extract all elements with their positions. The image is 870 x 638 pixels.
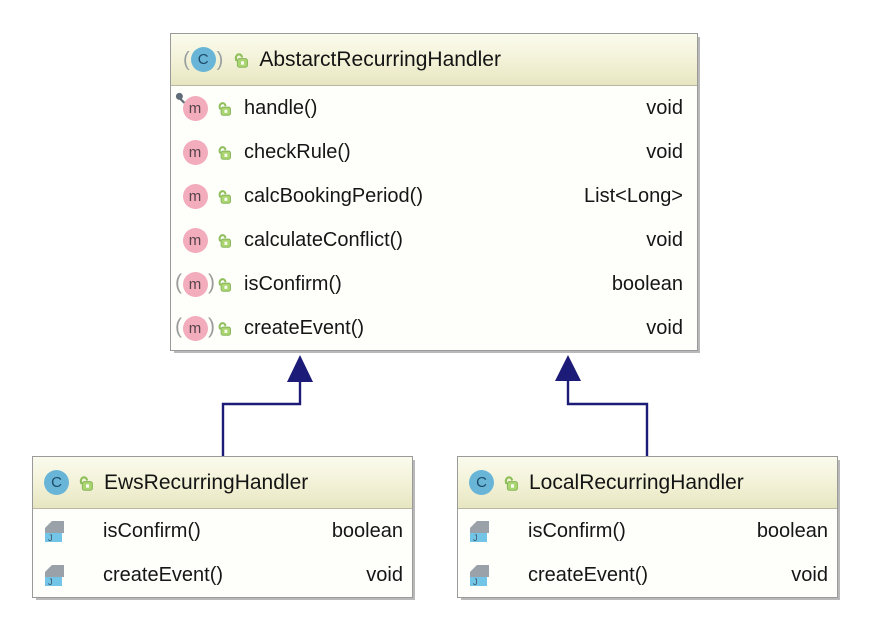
inheritance-arrowhead-icon	[555, 355, 581, 381]
open-lock-icon	[216, 276, 232, 292]
svg-text:J: J	[473, 533, 478, 543]
method-return-type: void	[646, 140, 683, 163]
method-return-type: boolean	[611, 272, 683, 295]
method-m-badge: m	[182, 183, 208, 209]
class-c-badge: C	[469, 470, 494, 495]
open-lock-icon	[216, 188, 232, 204]
method-return-type: void	[646, 316, 683, 339]
svg-text:J: J	[48, 577, 53, 587]
abstract-marker-paren-icon: (	[175, 315, 182, 339]
abstract-marker-paren-icon: (	[183, 48, 190, 71]
method-name: isConfirm()	[528, 519, 626, 542]
open-lock-icon	[502, 474, 519, 491]
member-list: J isConfirm() boolean J createEvent() vo…	[458, 509, 837, 597]
method-icon: m	[182, 139, 208, 165]
abstract-method-icon: ( m )	[175, 271, 215, 297]
method-icon: m	[182, 183, 208, 209]
method-row-is-confirm[interactable]: J isConfirm() boolean	[33, 509, 412, 553]
method-name: calculateConflict()	[244, 228, 403, 251]
class-c-badge: C	[44, 470, 69, 495]
class-icon: C	[190, 47, 216, 72]
method-row-is-confirm[interactable]: J isConfirm() boolean	[458, 509, 837, 553]
class-header[interactable]: C LocalRecurringHandler	[458, 457, 837, 509]
method-name: createEvent()	[244, 316, 365, 339]
method-icon: m	[175, 92, 208, 121]
method-name: isConfirm()	[244, 272, 342, 295]
open-lock-icon	[216, 100, 232, 116]
method-row-calc-booking-period[interactable]: m calcBookingPeriod() List<Long>	[171, 174, 697, 218]
open-lock-icon	[232, 51, 249, 68]
method-m-badge: m	[182, 315, 208, 341]
method-row-check-rule[interactable]: m checkRule() void	[171, 130, 697, 174]
class-name: AbstarctRecurringHandler	[259, 47, 501, 71]
class-header[interactable]: ( C ) AbstarctRecurringHandler	[171, 34, 697, 86]
member-list: m handle() void m checkRule() void	[171, 86, 697, 350]
method-name: handle()	[244, 96, 318, 119]
method-row-create-event[interactable]: J createEvent() void	[33, 553, 412, 597]
class-header[interactable]: C EwsRecurringHandler	[33, 457, 412, 509]
method-icon: m	[182, 227, 208, 253]
open-lock-icon	[216, 320, 232, 336]
method-return-type: void	[366, 563, 403, 586]
class-icon: C	[44, 470, 69, 495]
method-name: checkRule()	[244, 140, 351, 163]
method-m-badge: m	[182, 227, 208, 253]
abstract-marker-paren-icon: (	[175, 271, 182, 295]
method-row-create-event[interactable]: J createEvent() void	[458, 553, 837, 597]
method-row-is-confirm[interactable]: ( m ) isConfirm() boolean	[171, 262, 697, 306]
java-file-icon: J	[469, 564, 490, 587]
svg-text:J: J	[473, 577, 478, 587]
method-return-type: void	[646, 228, 683, 251]
inheritance-arrowhead-icon	[287, 355, 313, 382]
pin-icon	[175, 89, 189, 112]
inheritance-edge-ews-to-parent[interactable]	[221, 355, 313, 456]
method-name: isConfirm()	[103, 519, 201, 542]
method-name: createEvent()	[103, 563, 224, 586]
method-return-type: boolean	[756, 519, 828, 542]
method-row-create-event[interactable]: ( m ) createEvent() void	[171, 306, 697, 350]
method-return-type: void	[791, 563, 828, 586]
abstract-marker-paren-icon: )	[208, 271, 215, 295]
class-name: LocalRecurringHandler	[529, 470, 744, 494]
abstract-marker-paren-icon: )	[208, 315, 215, 339]
svg-text:J: J	[48, 533, 53, 543]
class-box-local-recurring-handler[interactable]: C LocalRecurringHandler J isConfirm() bo	[457, 456, 838, 598]
class-box-ews-recurring-handler[interactable]: C EwsRecurringHandler J isConfirm() bool	[32, 456, 413, 598]
abstract-method-icon: ( m )	[175, 315, 215, 341]
class-icon: C	[469, 470, 494, 495]
method-return-type: List<Long>	[584, 184, 683, 207]
method-return-type: boolean	[331, 519, 403, 542]
method-name: createEvent()	[528, 563, 649, 586]
open-lock-icon	[77, 474, 94, 491]
method-row-calculate-conflict[interactable]: m calculateConflict() void	[171, 218, 697, 262]
java-file-icon: J	[44, 520, 65, 543]
java-file-icon: J	[44, 564, 65, 587]
method-m-badge: m	[182, 271, 208, 297]
member-list: J isConfirm() boolean J createEvent() vo…	[33, 509, 412, 597]
method-row-handle[interactable]: m handle() void	[171, 86, 697, 130]
method-m-badge: m	[182, 139, 208, 165]
abstract-class-icon: ( C )	[182, 47, 224, 72]
open-lock-icon	[216, 232, 232, 248]
method-m-badge: m	[182, 95, 208, 121]
class-box-abstarct-recurring-handler[interactable]: ( C ) AbstarctRecurringHandler	[170, 33, 698, 351]
class-name: EwsRecurringHandler	[104, 470, 309, 494]
inheritance-edge-local-to-parent[interactable]	[555, 355, 649, 456]
open-lock-icon	[216, 144, 232, 160]
method-name: calcBookingPeriod()	[244, 184, 423, 207]
abstract-marker-paren-icon: )	[216, 48, 224, 71]
method-return-type: void	[646, 96, 683, 119]
java-file-icon: J	[469, 520, 490, 543]
